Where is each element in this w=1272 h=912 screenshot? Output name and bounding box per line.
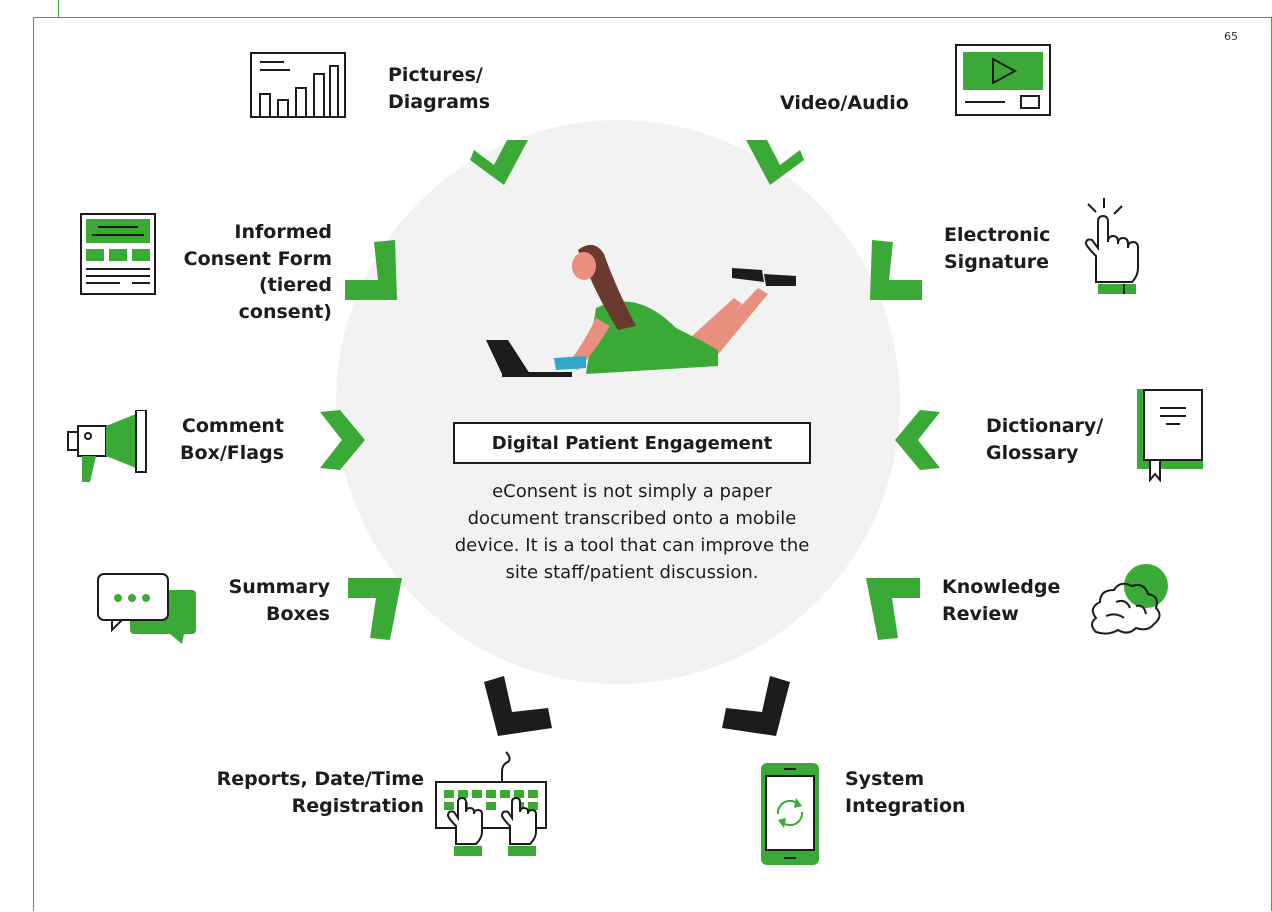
center-title: Digital Patient Engagement	[453, 422, 811, 464]
label-reports: Reports, Date/Time Registration	[216, 768, 424, 817]
label-integration: System Integration	[845, 768, 966, 817]
chevron-top-right	[746, 140, 804, 185]
label-consent: Informed Consent Form (tiered consent)	[183, 221, 332, 323]
chevron-lower-right	[866, 578, 920, 640]
megaphone-icon	[67, 410, 147, 482]
page-tick	[58, 0, 59, 17]
chevron-upper-left	[345, 240, 397, 300]
chevron-upper-right	[870, 240, 922, 300]
woman-laptop-illustration	[486, 244, 796, 377]
label-summary: Summary Boxes	[228, 576, 330, 625]
center-description: eConsent is not simply a paper document …	[454, 481, 810, 583]
chevron-lower-left	[348, 578, 402, 640]
book-icon	[1137, 389, 1203, 482]
label-pictures: Pictures/ Diagrams	[388, 64, 491, 113]
speech-bubbles-icon	[97, 573, 196, 644]
tap-hand-icon	[1084, 198, 1139, 294]
video-player-icon	[955, 44, 1051, 116]
label-signature: Electronic Signature	[944, 224, 1051, 273]
chevron-bottom-left	[484, 676, 552, 736]
chevron-top-left	[470, 140, 528, 185]
smartphone-sync-icon	[761, 763, 819, 865]
label-knowledge: Knowledge Review	[942, 576, 1061, 625]
chevron-bottom-right	[722, 676, 790, 736]
bar-chart-icon	[250, 52, 346, 118]
chevron-mid-left	[320, 410, 365, 470]
chevron-mid-right	[895, 410, 940, 470]
label-video: Video/Audio	[780, 92, 909, 114]
label-comment: Comment Box/Flags	[180, 415, 284, 464]
brain-icon	[1091, 564, 1168, 635]
center-circle	[336, 120, 900, 684]
form-document-icon	[80, 213, 156, 295]
label-dictionary: Dictionary/ Glossary	[986, 415, 1104, 464]
page-number: 65	[1224, 30, 1238, 43]
keyboard-hands-icon	[435, 751, 547, 856]
